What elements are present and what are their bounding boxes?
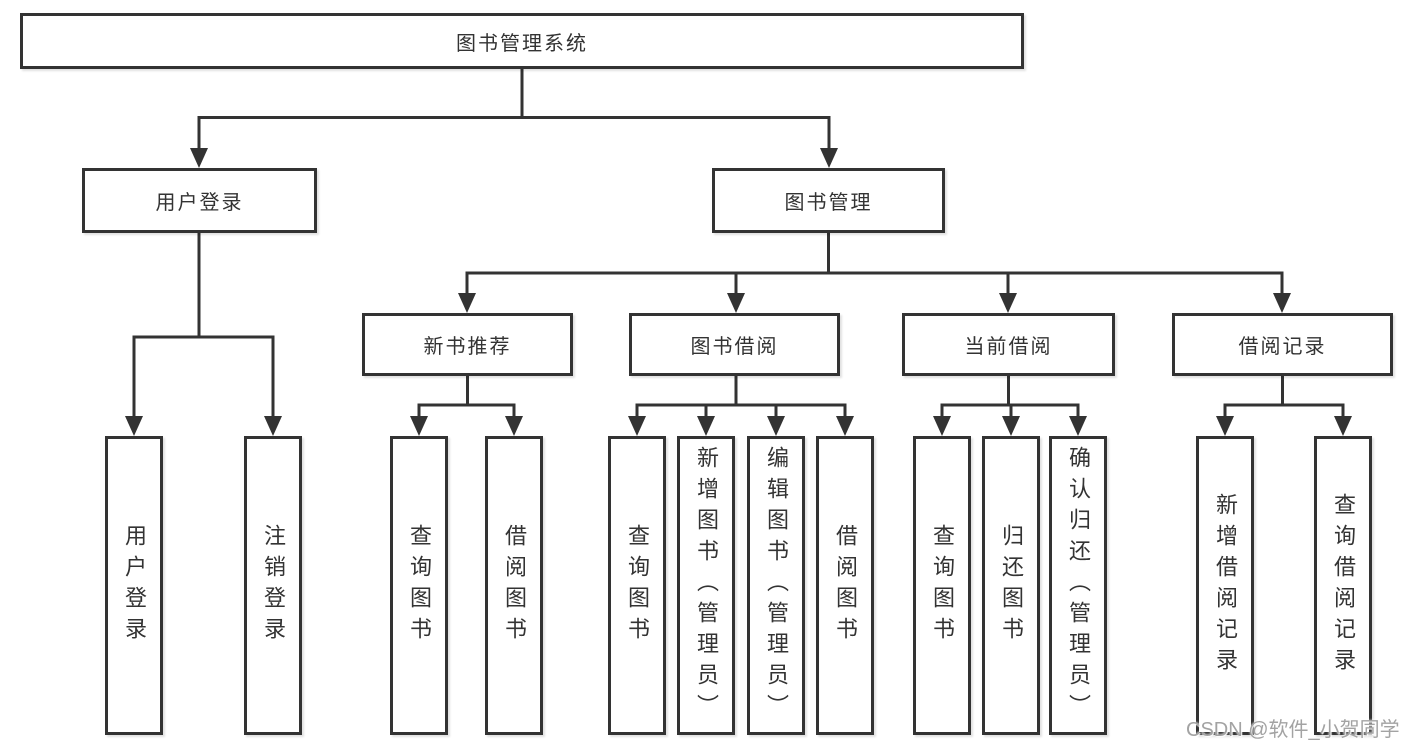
connector-current-borrow <box>940 376 1080 420</box>
arrow-down-icon <box>1334 416 1352 436</box>
leaf-recommend-borrow-books: 借阅图书 <box>485 436 543 735</box>
arrow-down-icon <box>767 416 785 436</box>
leaf-records-query-record: 查询借阅记录 <box>1314 436 1372 735</box>
leaf-current-return-books: 归还图书 <box>982 436 1040 735</box>
leaf-records-add-record: 新增借阅记录 <box>1196 436 1254 735</box>
arrow-down-icon <box>125 416 143 436</box>
node-book-management: 图书管理 <box>712 168 945 233</box>
connector-root <box>197 69 831 152</box>
arrow-down-icon <box>697 416 715 436</box>
node-borrow-records: 借阅记录 <box>1172 313 1393 376</box>
arrow-down-icon <box>1069 416 1087 436</box>
arrow-down-icon <box>628 416 646 436</box>
leaf-borrow-edit-books-admin: 编辑图书（管理员） <box>747 436 805 735</box>
connector-borrow-records <box>1223 376 1345 420</box>
csdn-watermark: CSDN @软件_小贺同学 <box>1186 719 1400 741</box>
leaf-borrow-query-books: 查询图书 <box>608 436 666 735</box>
arrow-down-icon <box>410 416 428 436</box>
node-user-login: 用户登录 <box>82 168 317 233</box>
node-new-book-recommend: 新书推荐 <box>362 313 573 376</box>
arrow-down-icon <box>190 148 208 168</box>
node-library-system: 图书管理系统 <box>20 13 1024 69</box>
leaf-current-confirm-return-admin: 确认归还（管理员） <box>1049 436 1107 735</box>
arrow-down-icon <box>1273 293 1291 313</box>
arrow-down-icon <box>820 148 838 168</box>
leaf-borrow-add-books-admin: 新增图书（管理员） <box>677 436 735 735</box>
arrow-down-icon <box>836 416 854 436</box>
leaf-borrow-borrow-books: 借阅图书 <box>816 436 874 735</box>
arrow-down-icon <box>505 416 523 436</box>
connector-user-login <box>132 233 275 420</box>
node-current-borrow: 当前借阅 <box>902 313 1115 376</box>
arrow-down-icon <box>727 293 745 313</box>
arrow-down-icon <box>264 416 282 436</box>
leaf-user-login: 用户登录 <box>105 436 163 735</box>
leaf-current-query-books: 查询图书 <box>913 436 971 735</box>
arrow-down-icon <box>999 293 1017 313</box>
connector-book-management <box>465 233 1284 297</box>
leaf-logout: 注销登录 <box>244 436 302 735</box>
arrow-down-icon <box>1216 416 1234 436</box>
leaf-recommend-query-books: 查询图书 <box>390 436 448 735</box>
arrow-down-icon <box>933 416 951 436</box>
connector-new-book-recommend <box>417 376 516 420</box>
node-book-borrow: 图书借阅 <box>629 313 840 376</box>
connector-book-borrow <box>635 376 847 420</box>
arrow-down-icon <box>458 293 476 313</box>
arrow-down-icon <box>1002 416 1020 436</box>
